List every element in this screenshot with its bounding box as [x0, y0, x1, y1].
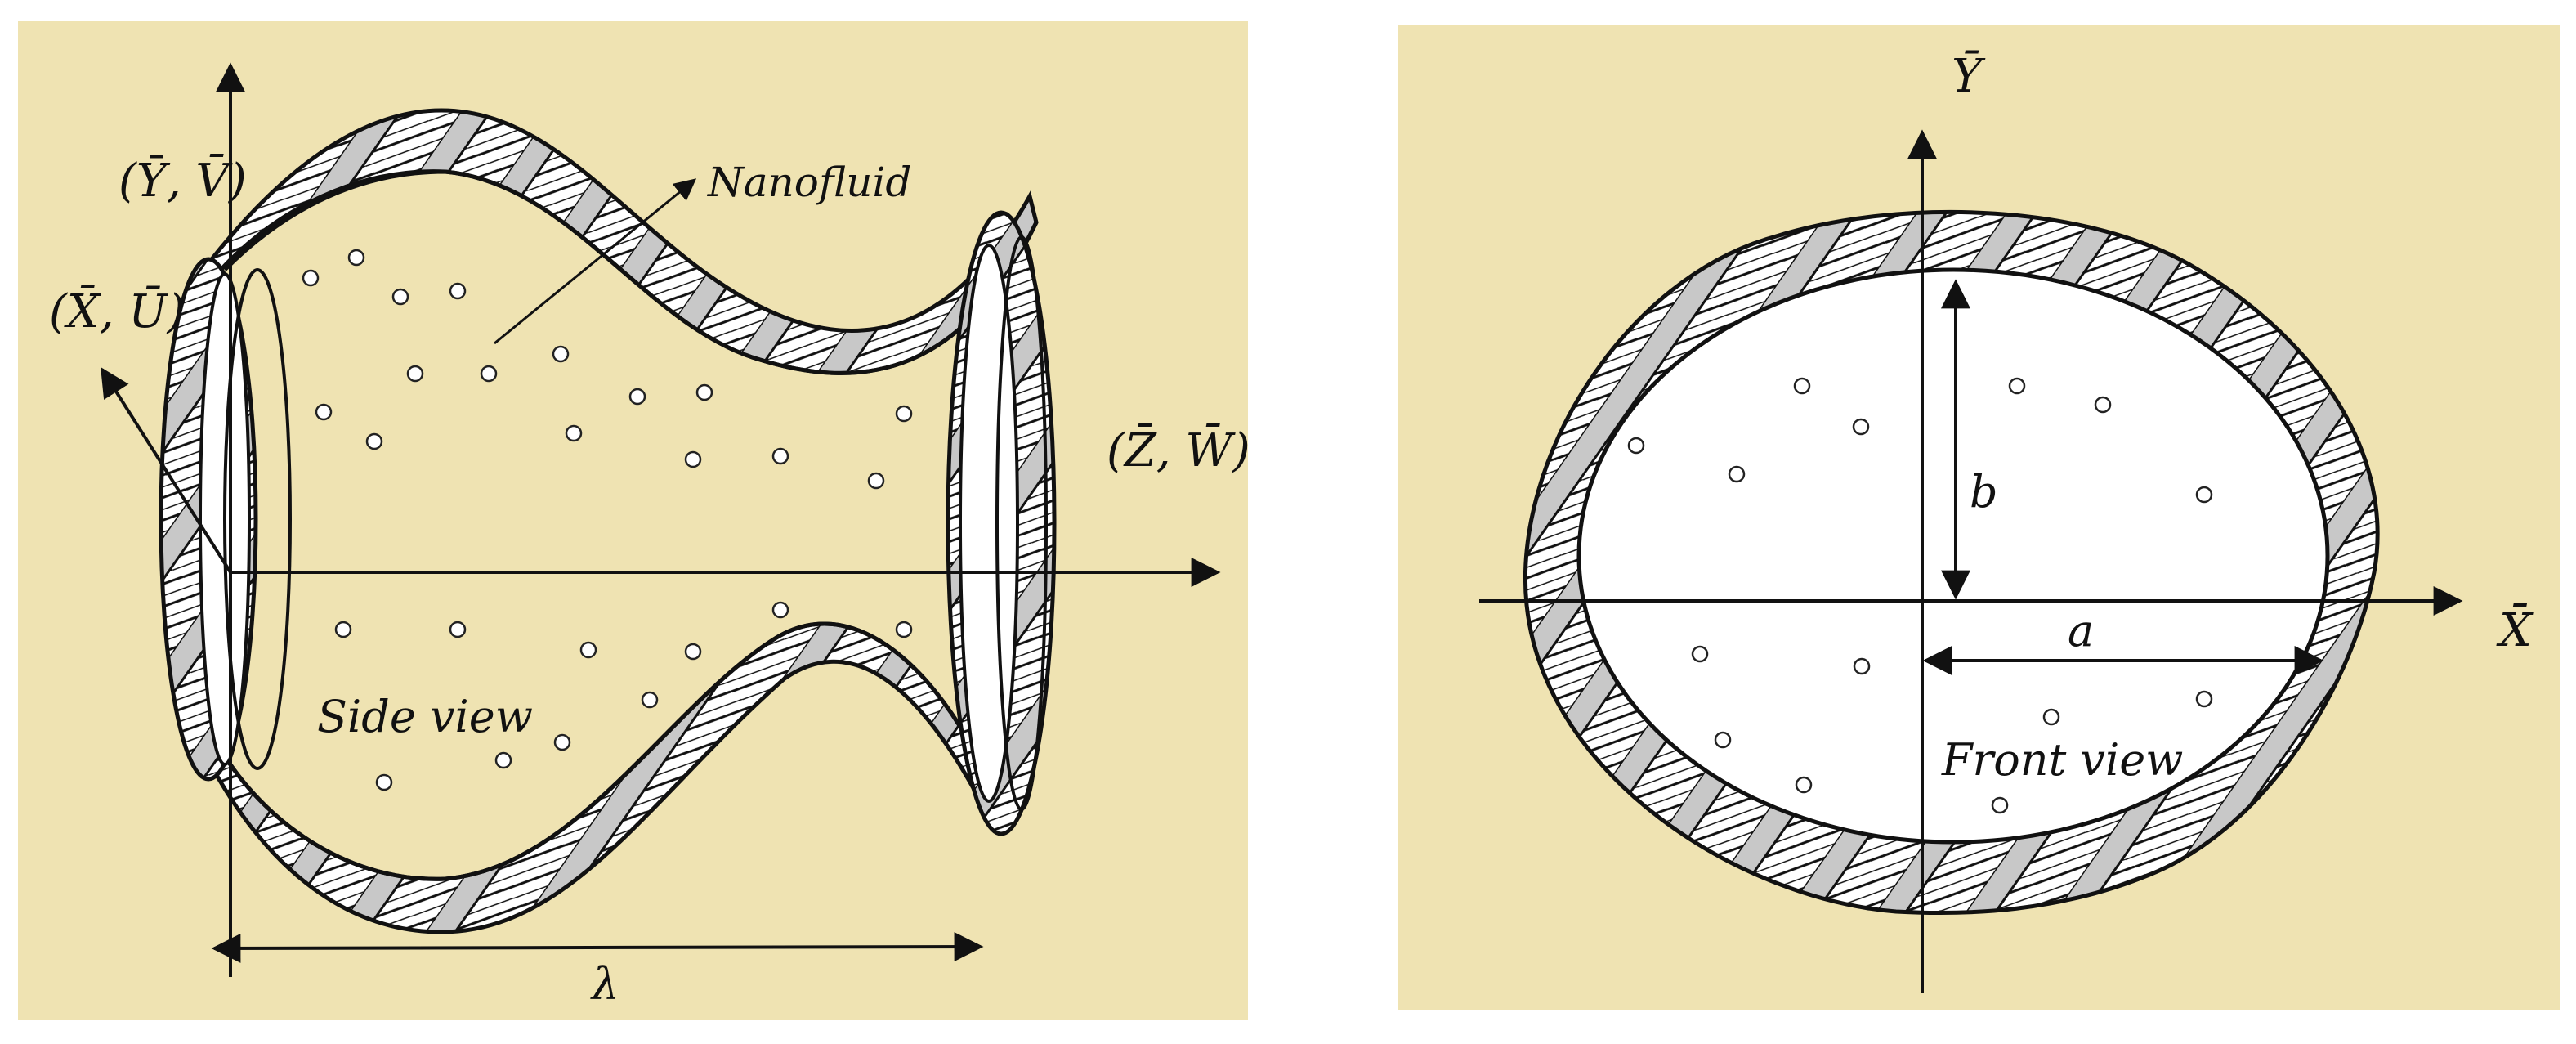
- nanoparticle: [771, 447, 789, 465]
- nanoparticle: [771, 601, 789, 619]
- nanoparticle: [1627, 437, 1645, 455]
- side-view-particles: [302, 249, 913, 791]
- nanoparticle: [895, 621, 913, 638]
- nanoparticle: [895, 405, 913, 423]
- nanoparticle: [565, 424, 583, 442]
- side-x-axis: [101, 366, 232, 574]
- nanoparticle: [684, 643, 702, 661]
- nanoparticle: [553, 733, 571, 751]
- nanoparticle: [2094, 396, 2112, 414]
- front-view-particles: [1627, 377, 2213, 814]
- nanoparticle: [1728, 465, 1746, 483]
- front-view-ring: [1523, 209, 2380, 916]
- nanofluid-pointer: [494, 178, 697, 345]
- nanoparticle: [1691, 645, 1709, 663]
- side-view-caption: Side view: [317, 691, 533, 742]
- nanoparticle: [2195, 486, 2213, 504]
- front-x-axis-label: X̄: [2496, 603, 2534, 657]
- nanoparticle: [1853, 657, 1871, 675]
- nanoparticle: [315, 403, 333, 421]
- nanoparticle: [494, 751, 512, 769]
- nanoparticle: [552, 345, 570, 363]
- front-view-caption: Front view: [1941, 734, 2183, 786]
- front-y-axis-label: Ȳ: [1952, 50, 1986, 103]
- nanoparticle: [406, 365, 424, 383]
- nanofluid-label: Nanofluid: [707, 159, 911, 206]
- nanoparticle: [628, 388, 646, 406]
- nanoparticle: [347, 249, 365, 267]
- nanoparticle: [449, 282, 467, 300]
- nanoparticle: [391, 288, 409, 306]
- side-z-axis-label: (Z̄, W̄): [1107, 423, 1250, 477]
- nanoparticle: [449, 621, 467, 638]
- nanoparticle: [641, 691, 659, 709]
- nanoparticle: [1795, 776, 1813, 794]
- nanoparticle: [2042, 708, 2060, 726]
- nanoparticle: [1714, 731, 1732, 749]
- nanoparticle: [867, 472, 885, 490]
- nanoparticle: [480, 365, 498, 383]
- nanoparticle: [684, 450, 702, 468]
- nanoparticle: [334, 621, 352, 638]
- nanoparticle: [375, 773, 393, 791]
- nanoparticle: [302, 269, 320, 287]
- side-y-axis-label: (Ȳ, V̄): [119, 153, 247, 208]
- nanoparticle: [579, 641, 597, 659]
- semi-major-label: a: [2068, 605, 2094, 656]
- side-x-axis-label: (X̄, Ū): [49, 284, 185, 338]
- semi-minor-label: b: [1970, 466, 1998, 518]
- lower-wall: [205, 621, 991, 934]
- nanoparticle: [2008, 377, 2026, 395]
- side-view-tube: [159, 108, 1057, 934]
- nanoparticle: [695, 383, 713, 401]
- wavelength-label: λ: [590, 958, 619, 1010]
- nanoparticle: [365, 432, 383, 450]
- wavelength-arrow: [211, 932, 984, 963]
- nanoparticle: [1793, 377, 1811, 395]
- nanoparticle: [2195, 690, 2213, 708]
- nanoparticle: [1852, 418, 1870, 436]
- nanoparticle: [1991, 796, 2009, 814]
